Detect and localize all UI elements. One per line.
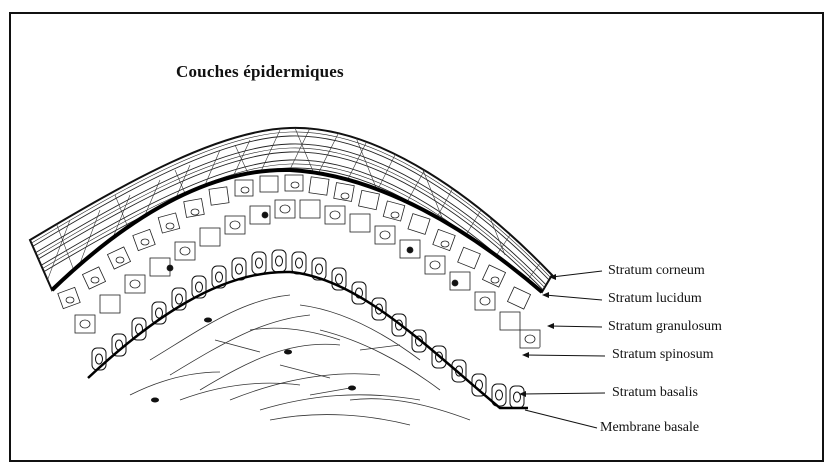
label-membrane-basale: Membrane basale xyxy=(600,420,699,436)
dermis-nuclei xyxy=(151,318,356,403)
label-stratum-spinosum: Stratum spinosum xyxy=(612,347,714,363)
dermis-fibres xyxy=(130,295,470,425)
label-stratum-granulosum: Stratum granulosum xyxy=(608,319,722,335)
leader-lines xyxy=(522,271,605,428)
label-stratum-corneum: Stratum corneum xyxy=(608,263,705,279)
label-stratum-lucidum: Stratum lucidum xyxy=(608,291,702,307)
stratum-corneum-layer xyxy=(30,128,552,315)
label-stratum-basalis: Stratum basalis xyxy=(612,385,698,401)
membrane-basale-line xyxy=(88,272,528,408)
